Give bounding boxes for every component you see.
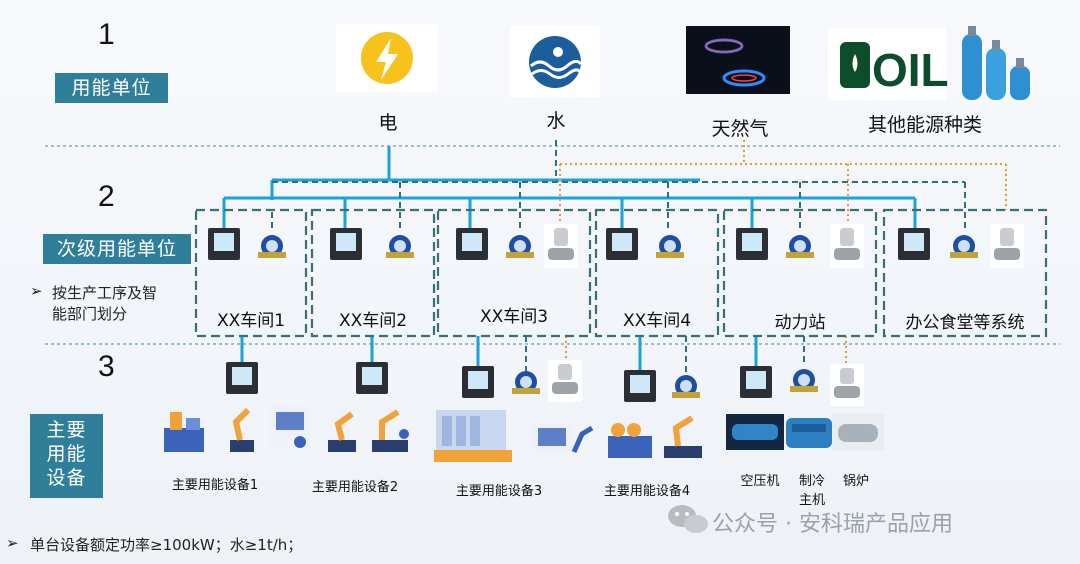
equipment-label-2: 主要用能设备2 xyxy=(311,480,399,495)
office-canteen-label: 办公食堂等系统 xyxy=(905,313,1025,333)
gas-flame-icon xyxy=(704,38,766,87)
level-1-number: 1 xyxy=(98,18,115,51)
workshop-label-2: XX车间2 xyxy=(338,311,408,331)
electricity-label: 电 xyxy=(378,112,398,134)
watermark-text: 公众号 · 安科瑞产品应用 xyxy=(712,512,953,537)
water-meter-icons xyxy=(258,235,978,398)
gas-flame-image xyxy=(686,26,790,94)
power-equipment-icons xyxy=(726,414,884,450)
equipment-label-1: 主要用能设备1 xyxy=(171,478,259,493)
energy-unit-tag: 用能单位 xyxy=(55,73,168,103)
sub-note-line2: 能部门划分 xyxy=(52,305,128,323)
chiller-label-line2: 主机 xyxy=(798,493,825,508)
equipment-label-3: 主要用能设备3 xyxy=(455,484,543,499)
workshop-boxes xyxy=(194,208,1048,338)
workshop-label-1: XX车间1 xyxy=(216,311,286,331)
water-wave-icon xyxy=(529,36,583,88)
sub-unit-tag: 次级用能单位 xyxy=(43,234,191,264)
power-station-label: 动力站 xyxy=(774,313,826,333)
level-3-number: 3 xyxy=(98,350,115,383)
main-equipment-tag: 主要 用能 设备 xyxy=(30,414,103,498)
workshop-label-3: XX车间3 xyxy=(479,307,549,327)
electric-meter-icons xyxy=(208,228,930,402)
chiller-label-line1: 制冷 xyxy=(798,474,825,489)
water-lines xyxy=(271,140,966,372)
gas-cylinder-icon xyxy=(962,26,1030,100)
wechat-icon xyxy=(668,505,708,533)
gas-label: 天然气 xyxy=(711,118,769,140)
gas-lines xyxy=(559,140,1007,366)
oil-logo-text: OIL xyxy=(872,44,949,96)
water-logo xyxy=(510,26,600,98)
footer-rule: 单台设备额定功率≥100kW；水≥1t/h； xyxy=(30,536,303,554)
compressor-label: 空压机 xyxy=(740,474,780,489)
gas-flow-meter-icons xyxy=(544,224,1024,406)
sub-note-line1: 按生产工序及智 xyxy=(52,284,158,302)
oil-barrel-icon: OIL xyxy=(840,42,949,96)
lightning-icon xyxy=(361,32,413,84)
gas-cylinders-image xyxy=(948,20,1040,104)
footer-arrow: ➢ xyxy=(6,534,19,552)
oil-logo: OIL xyxy=(828,28,949,100)
equipment-label-4: 主要用能设备4 xyxy=(603,484,691,499)
boiler-label: 锅炉 xyxy=(842,474,869,489)
water-label: 水 xyxy=(546,110,566,132)
other-energy-label: 其他能源种类 xyxy=(867,114,982,136)
level-2-number: 2 xyxy=(98,180,115,213)
workshop-label-4: XX车间4 xyxy=(622,311,692,331)
robot-arm-icons xyxy=(164,406,702,462)
sub-note-arrow: ➢ xyxy=(30,282,43,300)
electricity-logo xyxy=(336,24,438,92)
